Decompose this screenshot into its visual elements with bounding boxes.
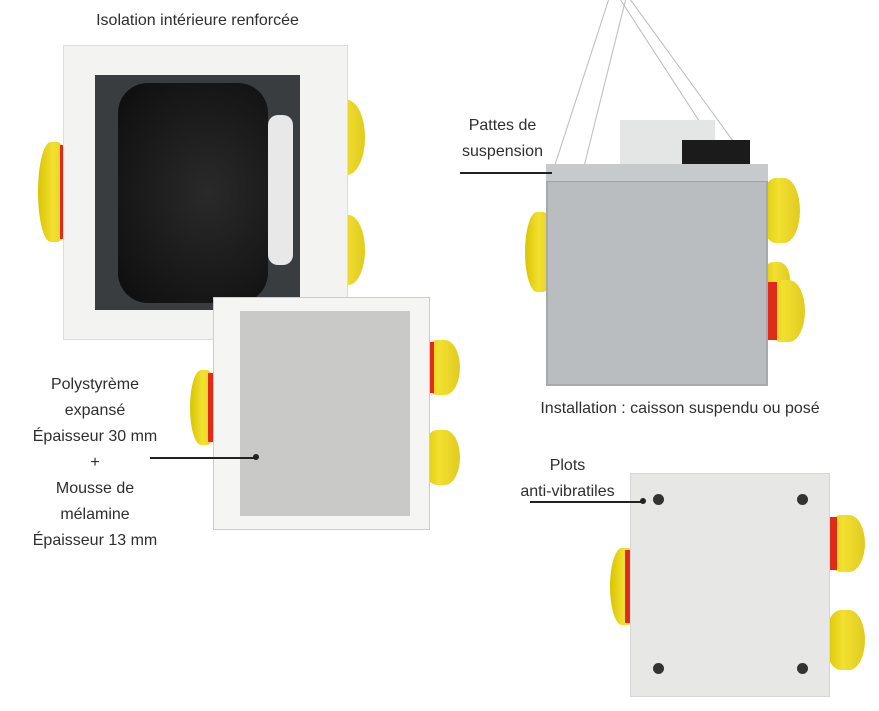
insulation-title: Isolation intérieure renforcée bbox=[96, 12, 299, 29]
anti-vibration-pad bbox=[797, 494, 808, 505]
label-line: Épaisseur 30 mm bbox=[32, 428, 158, 445]
label-line: anti-vibratiles bbox=[520, 483, 615, 500]
label-line: Mousse de bbox=[55, 480, 135, 497]
suspension-label: Pattes de suspension bbox=[440, 113, 565, 165]
suspension-leader-line bbox=[460, 172, 552, 174]
pads-label: Plots anti-vibratiles bbox=[500, 453, 635, 505]
anti-vibration-pad bbox=[653, 494, 664, 505]
label-line: Plots bbox=[549, 457, 586, 474]
label-line: suspension bbox=[462, 143, 543, 160]
label-line: Polystyrème bbox=[50, 376, 140, 393]
foam-panel-illustration bbox=[190, 297, 465, 532]
pads-leader-line bbox=[530, 501, 642, 503]
base-casing-illustration bbox=[605, 470, 870, 700]
label-line: expansé bbox=[64, 402, 126, 419]
insulation-label: Polystyrème expansé Épaisseur 30 mm + Mo… bbox=[0, 372, 190, 554]
open-box-illustration bbox=[38, 45, 368, 345]
installation-caption: Installation : caisson suspendu ou posé bbox=[540, 400, 820, 417]
insulation-leader-line bbox=[150, 457, 255, 459]
suspended-casing-illustration bbox=[520, 0, 810, 390]
pads-leader-dot bbox=[640, 498, 646, 504]
label-line: Épaisseur 13 mm bbox=[32, 532, 158, 549]
label-line: + bbox=[90, 454, 100, 471]
anti-vibration-pad bbox=[653, 663, 664, 674]
anti-vibration-pad bbox=[797, 663, 808, 674]
label-line: Pattes de bbox=[468, 117, 537, 134]
label-line: mélamine bbox=[60, 506, 130, 523]
insulation-leader-dot bbox=[253, 454, 259, 460]
